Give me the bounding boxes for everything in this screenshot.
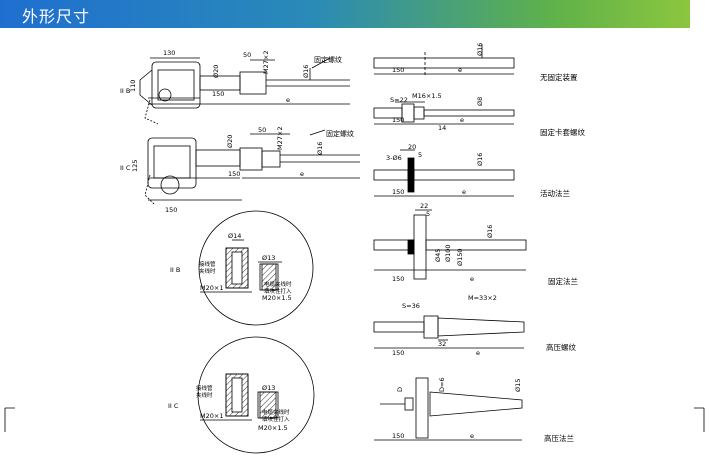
dim-d16-top: Ø16 <box>302 65 310 78</box>
dim-r-d45: Ø45 <box>434 249 442 262</box>
crop-mark-left <box>4 407 15 432</box>
note-b2b: 填块性打入 <box>264 287 292 295</box>
dim-r-d6: D=6 <box>438 377 446 392</box>
dim-3d6: 3-Ø6 <box>386 154 402 162</box>
dim-r-e-5: e <box>476 349 480 357</box>
dim-r-150-4: 150 <box>392 275 404 283</box>
label-movable-flange: 活动法兰 <box>540 188 570 198</box>
dim-r-150-5: 150 <box>392 349 404 357</box>
label-no-fixed: 无固定装置 <box>540 72 578 82</box>
dim-r-14: 14 <box>438 124 446 132</box>
dim-125: 125 <box>131 160 139 172</box>
label-fixed-flange: 固定法兰 <box>548 276 578 286</box>
dim-c-m20: M20×1 <box>200 284 223 292</box>
variant-fixed-flange <box>373 209 527 280</box>
dim-150-top: 150 <box>212 90 224 98</box>
label-fixed-thread-1: 固定螺纹 <box>314 55 342 64</box>
dim-c-m20b: M20×1.5 <box>262 294 292 302</box>
dim-50-mid: 50 <box>258 126 266 134</box>
dim-s22: S=22 <box>390 96 408 104</box>
dim-r-d16-4: Ø16 <box>486 225 494 238</box>
dim-m27-top: M27×2 <box>262 51 270 74</box>
dim-r-22: 22 <box>420 202 428 210</box>
dim-e-top: e <box>286 96 290 104</box>
page-title: 外形尺寸 <box>22 7 91 26</box>
note-b2a: 电缆夹线时 <box>264 280 292 288</box>
dim-r-d8: Ø8 <box>476 97 484 106</box>
dim-c2-d13: Ø13 <box>262 384 275 392</box>
dim-m27-mid: M27×2 <box>276 127 284 150</box>
variant-no-fixed <box>373 44 515 75</box>
dim-s36: S=36 <box>402 302 420 310</box>
dim-d20-mid: Ø20 <box>226 135 234 148</box>
label-fixed-ferrule: 固定卡套螺纹 <box>540 127 585 137</box>
detail-circle-b <box>198 210 314 326</box>
header-bar: 外形尺寸 <box>0 0 690 28</box>
dim-c2-m20b: M20×1.5 <box>258 424 288 432</box>
dim-c2-m20: M20×1 <box>200 412 223 420</box>
label-fixed-thread-2: 固定螺纹 <box>326 129 354 138</box>
note-b1b: 夹线时 <box>199 267 216 275</box>
dim-c-d13: Ø13 <box>262 254 275 262</box>
dim-e-mid: e <box>300 170 304 178</box>
label-iib-left: II B <box>120 87 130 95</box>
dim-r-e-3: e <box>462 188 466 196</box>
dim-m16: M16×1.5 <box>412 92 442 100</box>
note-c2b: 填块性打入 <box>262 415 290 423</box>
sensor-head-top <box>139 57 350 125</box>
dim-r-20: 20 <box>408 143 416 151</box>
dim-r-5b: 5 <box>426 210 430 218</box>
note-c2a: 电缆夹线时 <box>262 408 290 416</box>
dim-50-top: 50 <box>243 51 251 59</box>
variant-ferrule <box>373 101 515 125</box>
dim-r-d100: Ø100 <box>444 244 452 262</box>
variant-movable-flange <box>373 149 515 197</box>
detail-circle-c <box>197 336 315 454</box>
note-c1b: 夹线时 <box>196 391 213 399</box>
dim-r-e-6: e <box>470 432 474 440</box>
dim-r-150-1: 150 <box>392 66 404 74</box>
sensor-head-second <box>144 129 360 206</box>
dim-r-d16-1: Ø16 <box>476 43 484 56</box>
dim-r-32: 32 <box>438 340 446 348</box>
dim-r-5: 5 <box>418 151 422 159</box>
dim-r-d16-3: Ø16 <box>476 153 484 166</box>
note-c1a: 接线管 <box>196 384 213 392</box>
dim-130: 130 <box>163 49 175 57</box>
dim-m33: M=33×2 <box>468 294 497 302</box>
dim-r-d15: Ø15 <box>514 379 522 392</box>
dim-150-bottom: 150 <box>165 206 177 214</box>
dim-d16-mid: Ø16 <box>316 142 324 155</box>
crop-mark-right <box>694 407 705 432</box>
dim-r-e-4: e <box>470 275 474 283</box>
dim-r-d150f: Ø150 <box>456 248 464 266</box>
dim-r-e-2: e <box>460 116 464 124</box>
note-b1a: 接线管 <box>199 260 216 268</box>
dim-c-d14: Ø14 <box>228 232 241 240</box>
dim-r-d: D <box>396 387 404 392</box>
dim-r-150-3: 150 <box>392 188 404 196</box>
dim-r-e-1: e <box>458 66 462 74</box>
label-view-b: II B <box>170 266 180 274</box>
label-iic-left: II C <box>120 164 131 172</box>
dim-110: 110 <box>129 80 137 92</box>
dim-150-mid: 150 <box>228 170 240 178</box>
variant-hp-thread <box>373 315 525 349</box>
label-hp-thread: 高压螺纹 <box>546 342 576 352</box>
dim-r-150-2: 150 <box>392 116 404 124</box>
variant-hp-flange <box>374 377 523 441</box>
label-hp-flange: 高压法兰 <box>544 433 574 443</box>
label-view-c: II C <box>168 402 179 410</box>
dim-r-150-6: 150 <box>392 432 404 440</box>
dim-d20-top: Ø20 <box>212 65 220 78</box>
